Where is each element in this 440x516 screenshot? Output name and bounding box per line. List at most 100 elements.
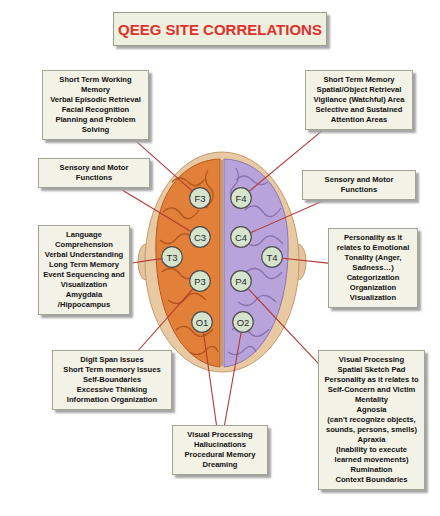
node-text: Apraxia <box>322 435 421 445</box>
node-text: Planning and Problem Solving <box>46 115 145 135</box>
gyrus <box>238 295 276 305</box>
electrode-circle <box>262 247 283 268</box>
node-text: Information Organization <box>56 395 168 405</box>
callout-box: Sensory and Motor Functions <box>302 170 416 200</box>
electrode-site: T3 <box>161 246 183 268</box>
electrode-circle <box>231 188 252 209</box>
node-text: Procedural Memory <box>176 450 264 460</box>
node-text: Vigilance (Watchful) Area <box>309 95 409 105</box>
node-text: Facial Recognition <box>46 105 145 115</box>
node-text: Self-Boundaries <box>56 375 168 385</box>
node-text: Selective and Sustained Attention Areas <box>309 105 409 125</box>
node-text: Dreaming <box>176 460 264 470</box>
node-text: O1 <box>196 317 209 328</box>
node-text: Visual Processing <box>176 430 264 440</box>
gyrus <box>172 178 204 186</box>
electrode-site: P4 <box>230 270 252 292</box>
callout-box: Short Term Working MemoryVerbal Episodic… <box>42 70 149 140</box>
left-hemisphere <box>156 159 220 367</box>
node-text: Event Sequencing and Visualization <box>42 270 126 290</box>
node-text: P3 <box>194 276 206 287</box>
leader-line <box>224 333 241 425</box>
node-text: Short Term Memory <box>309 75 409 85</box>
node-text: Sensory and Motor Functions <box>306 175 412 195</box>
node-text: F3 <box>194 193 205 204</box>
node-text: T4 <box>266 252 277 263</box>
node-text: (can't recognize objects, sounds, person… <box>322 415 421 435</box>
right-gyri <box>228 168 283 355</box>
leader-line <box>204 333 217 425</box>
node-text: C4 <box>235 232 247 243</box>
node-text: Amygdala /Hippocampus <box>42 290 126 310</box>
node-text: Rumination <box>322 465 421 475</box>
node-text: F4 <box>235 193 246 204</box>
diagram-title: QEEG SITE CORRELATIONS <box>113 12 327 46</box>
node-text: Visualization <box>332 293 414 303</box>
leader-line <box>139 289 193 350</box>
node-text: Spatial/Object Retrieval <box>309 85 409 95</box>
electrode-site: O2 <box>232 311 254 333</box>
node-text: Sensory and Motor Functions <box>42 163 146 183</box>
node-text: Hallucinations <box>176 440 264 450</box>
callout-box: Sensory and Motor Functions <box>38 158 150 188</box>
electrode-circle <box>162 247 183 268</box>
electrode-circle <box>190 271 211 292</box>
gyrus <box>228 346 256 354</box>
electrode-circle <box>190 227 211 248</box>
leader-line <box>249 289 318 363</box>
callout-box: Short Term MemorySpatial/Object Retrieva… <box>305 70 413 130</box>
leader-line <box>130 259 161 264</box>
gyrus <box>246 268 282 278</box>
electrode-site: F4 <box>230 187 252 209</box>
callout-box: Visual ProcessingSpatial Sketch PadPerso… <box>318 350 425 490</box>
node-text: Digit Span Issues <box>56 355 168 365</box>
node-text: Personality as it relates to Self-Concer… <box>322 375 421 405</box>
electrode-site: T4 <box>261 246 283 268</box>
callout-box: Visual ProcessingHallucinationsProcedura… <box>172 425 268 475</box>
node-text: C3 <box>194 232 206 243</box>
callout-box: Personality as it relates to Emotional T… <box>328 228 418 308</box>
electrode-site: F3 <box>189 187 211 209</box>
node-text: Categorization <box>332 273 414 283</box>
node-text: P4 <box>235 276 247 287</box>
node-text: Language Comprehension <box>42 230 126 250</box>
node-text: Short Term Working Memory <box>46 75 145 95</box>
node-text: (Inability to execute learned movements) <box>322 445 421 465</box>
midline <box>222 160 223 366</box>
electrode-circle <box>231 271 252 292</box>
electrode-site: P3 <box>189 270 211 292</box>
gyrus <box>190 346 218 354</box>
node-text: Short Term memory Issues <box>56 365 168 375</box>
gyrus <box>163 208 199 219</box>
node-text: Excessive Thinking <box>56 385 168 395</box>
gyrus <box>168 293 206 303</box>
node-text: Spatial Sketch Pad <box>322 365 421 375</box>
electrode-circle <box>190 188 211 209</box>
electrode-circle <box>233 312 254 333</box>
node-text: Agnosia <box>322 405 421 415</box>
gyrus <box>236 176 268 185</box>
electrode-site: O1 <box>191 311 213 333</box>
electrode-circle <box>231 227 252 248</box>
node-text: Long Term Memory <box>42 260 126 270</box>
node-text: Verbal Understanding <box>42 250 126 260</box>
electrode-site: C3 <box>189 226 211 248</box>
node-text: Personality as it relates to Emotional T… <box>332 233 414 273</box>
callout-box: Digit Span IssuesShort Term memory Issue… <box>52 350 172 410</box>
node-text: T3 <box>166 252 177 263</box>
electrode-circle <box>192 312 213 333</box>
leader-line <box>251 200 325 233</box>
node-text: Organization <box>332 283 414 293</box>
gyrus <box>245 206 281 217</box>
leader-line <box>283 258 328 263</box>
node-text: O2 <box>237 317 250 328</box>
node-text: Visual Processing <box>322 355 421 365</box>
left-gyri <box>160 170 218 355</box>
right-hemisphere <box>224 159 288 367</box>
head-outline <box>145 152 299 372</box>
node-text: Verbal Episodic Retrieval <box>46 95 145 105</box>
electrode-site: C4 <box>230 226 252 248</box>
node-text: Context Boundaries <box>322 475 421 485</box>
callout-box: Language ComprehensionVerbal Understandi… <box>38 225 130 315</box>
